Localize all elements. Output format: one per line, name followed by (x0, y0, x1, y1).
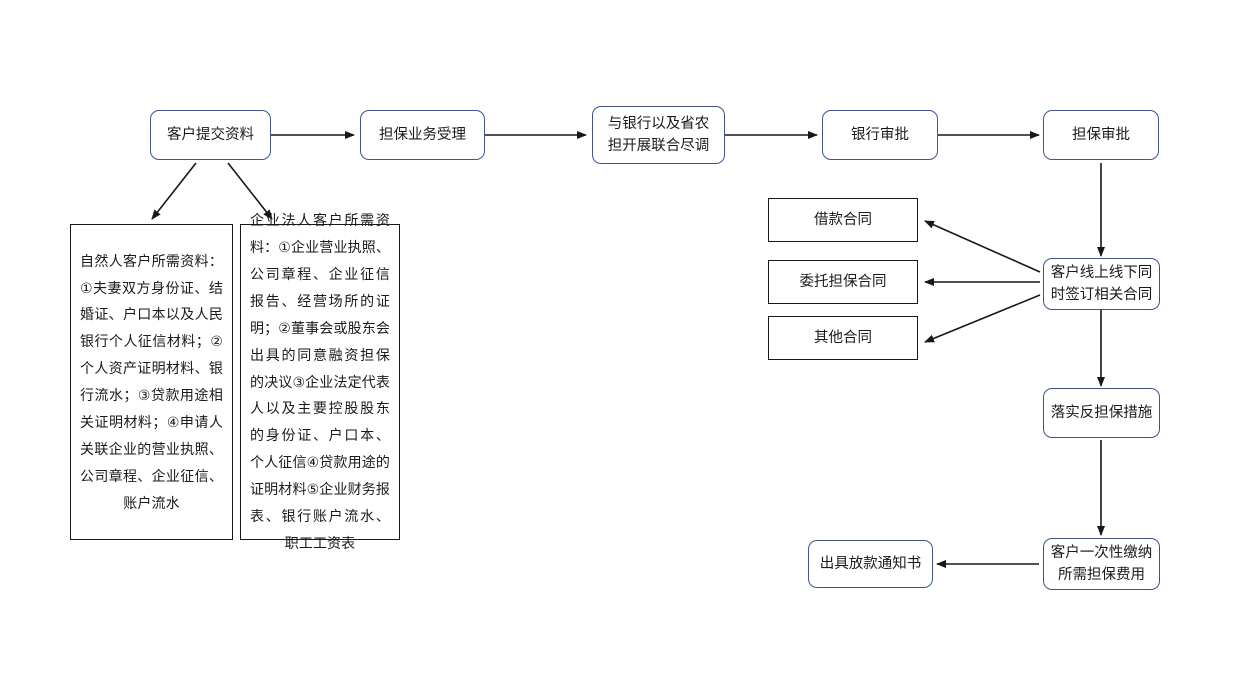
node-label: 企业法人客户所需资料：①企业营业执照、公司章程、企业征信报告、经营场所的证明；②… (250, 212, 390, 551)
node-sign-contracts[interactable]: 客户线上线下同 时签订相关合同 (1043, 258, 1160, 310)
node-label: 客户提交资料 (167, 126, 254, 143)
node-label: 委托担保合同 (799, 273, 887, 290)
node-other-contract[interactable]: 其他合同 (768, 316, 918, 360)
edge-submit-to-natural-materials (151, 162, 197, 220)
node-label: 银行审批 (851, 126, 909, 143)
node-issue-loan-notice[interactable]: 出具放款通知书 (808, 540, 933, 588)
node-entrusted-guarantee-contract[interactable]: 委托担保合同 (768, 260, 918, 304)
node-label: 落实反担保措施 (1050, 404, 1153, 421)
node-guarantee-acceptance[interactable]: 担保业务受理 (360, 110, 485, 160)
edge-signcontracts-to-loancontract (924, 220, 1041, 273)
node-natural-person-materials[interactable]: 自然人客户所需资料：①夫妻双方身份证、结婚证、户口本以及人民银行个人征信材料；②… (70, 224, 233, 540)
edge-signcontracts-to-othercontract (924, 294, 1041, 343)
node-submit-materials[interactable]: 客户提交资料 (150, 110, 271, 160)
node-label: 自然人客户所需资料：①夫妻双方身份证、结婚证、户口本以及人民银行个人征信材料；②… (80, 252, 223, 511)
node-enterprise-materials[interactable]: 企业法人客户所需资料：①企业营业执照、公司章程、企业征信报告、经营场所的证明；②… (240, 212, 400, 551)
node-label: 借款合同 (814, 211, 872, 228)
node-joint-due-diligence[interactable]: 与银行以及省农 担开展联合尽调 (592, 106, 725, 164)
node-label: 担保审批 (1072, 126, 1130, 143)
node-pay-fee[interactable]: 客户一次性缴纳 所需担保费用 (1043, 538, 1160, 590)
node-label: 客户一次性缴纳 所需担保费用 (1050, 544, 1153, 583)
node-label: 出具放款通知书 (819, 555, 922, 572)
node-label: 客户线上线下同 时签订相关合同 (1050, 264, 1153, 303)
node-loan-contract[interactable]: 借款合同 (768, 198, 918, 242)
node-guarantee-approval[interactable]: 担保审批 (1043, 110, 1159, 160)
node-label: 与银行以及省农 担开展联合尽调 (607, 115, 710, 154)
node-label: 其他合同 (814, 329, 872, 346)
node-counter-guarantee[interactable]: 落实反担保措施 (1043, 388, 1160, 438)
node-bank-approval[interactable]: 银行审批 (822, 110, 938, 160)
node-label: 担保业务受理 (379, 126, 466, 143)
